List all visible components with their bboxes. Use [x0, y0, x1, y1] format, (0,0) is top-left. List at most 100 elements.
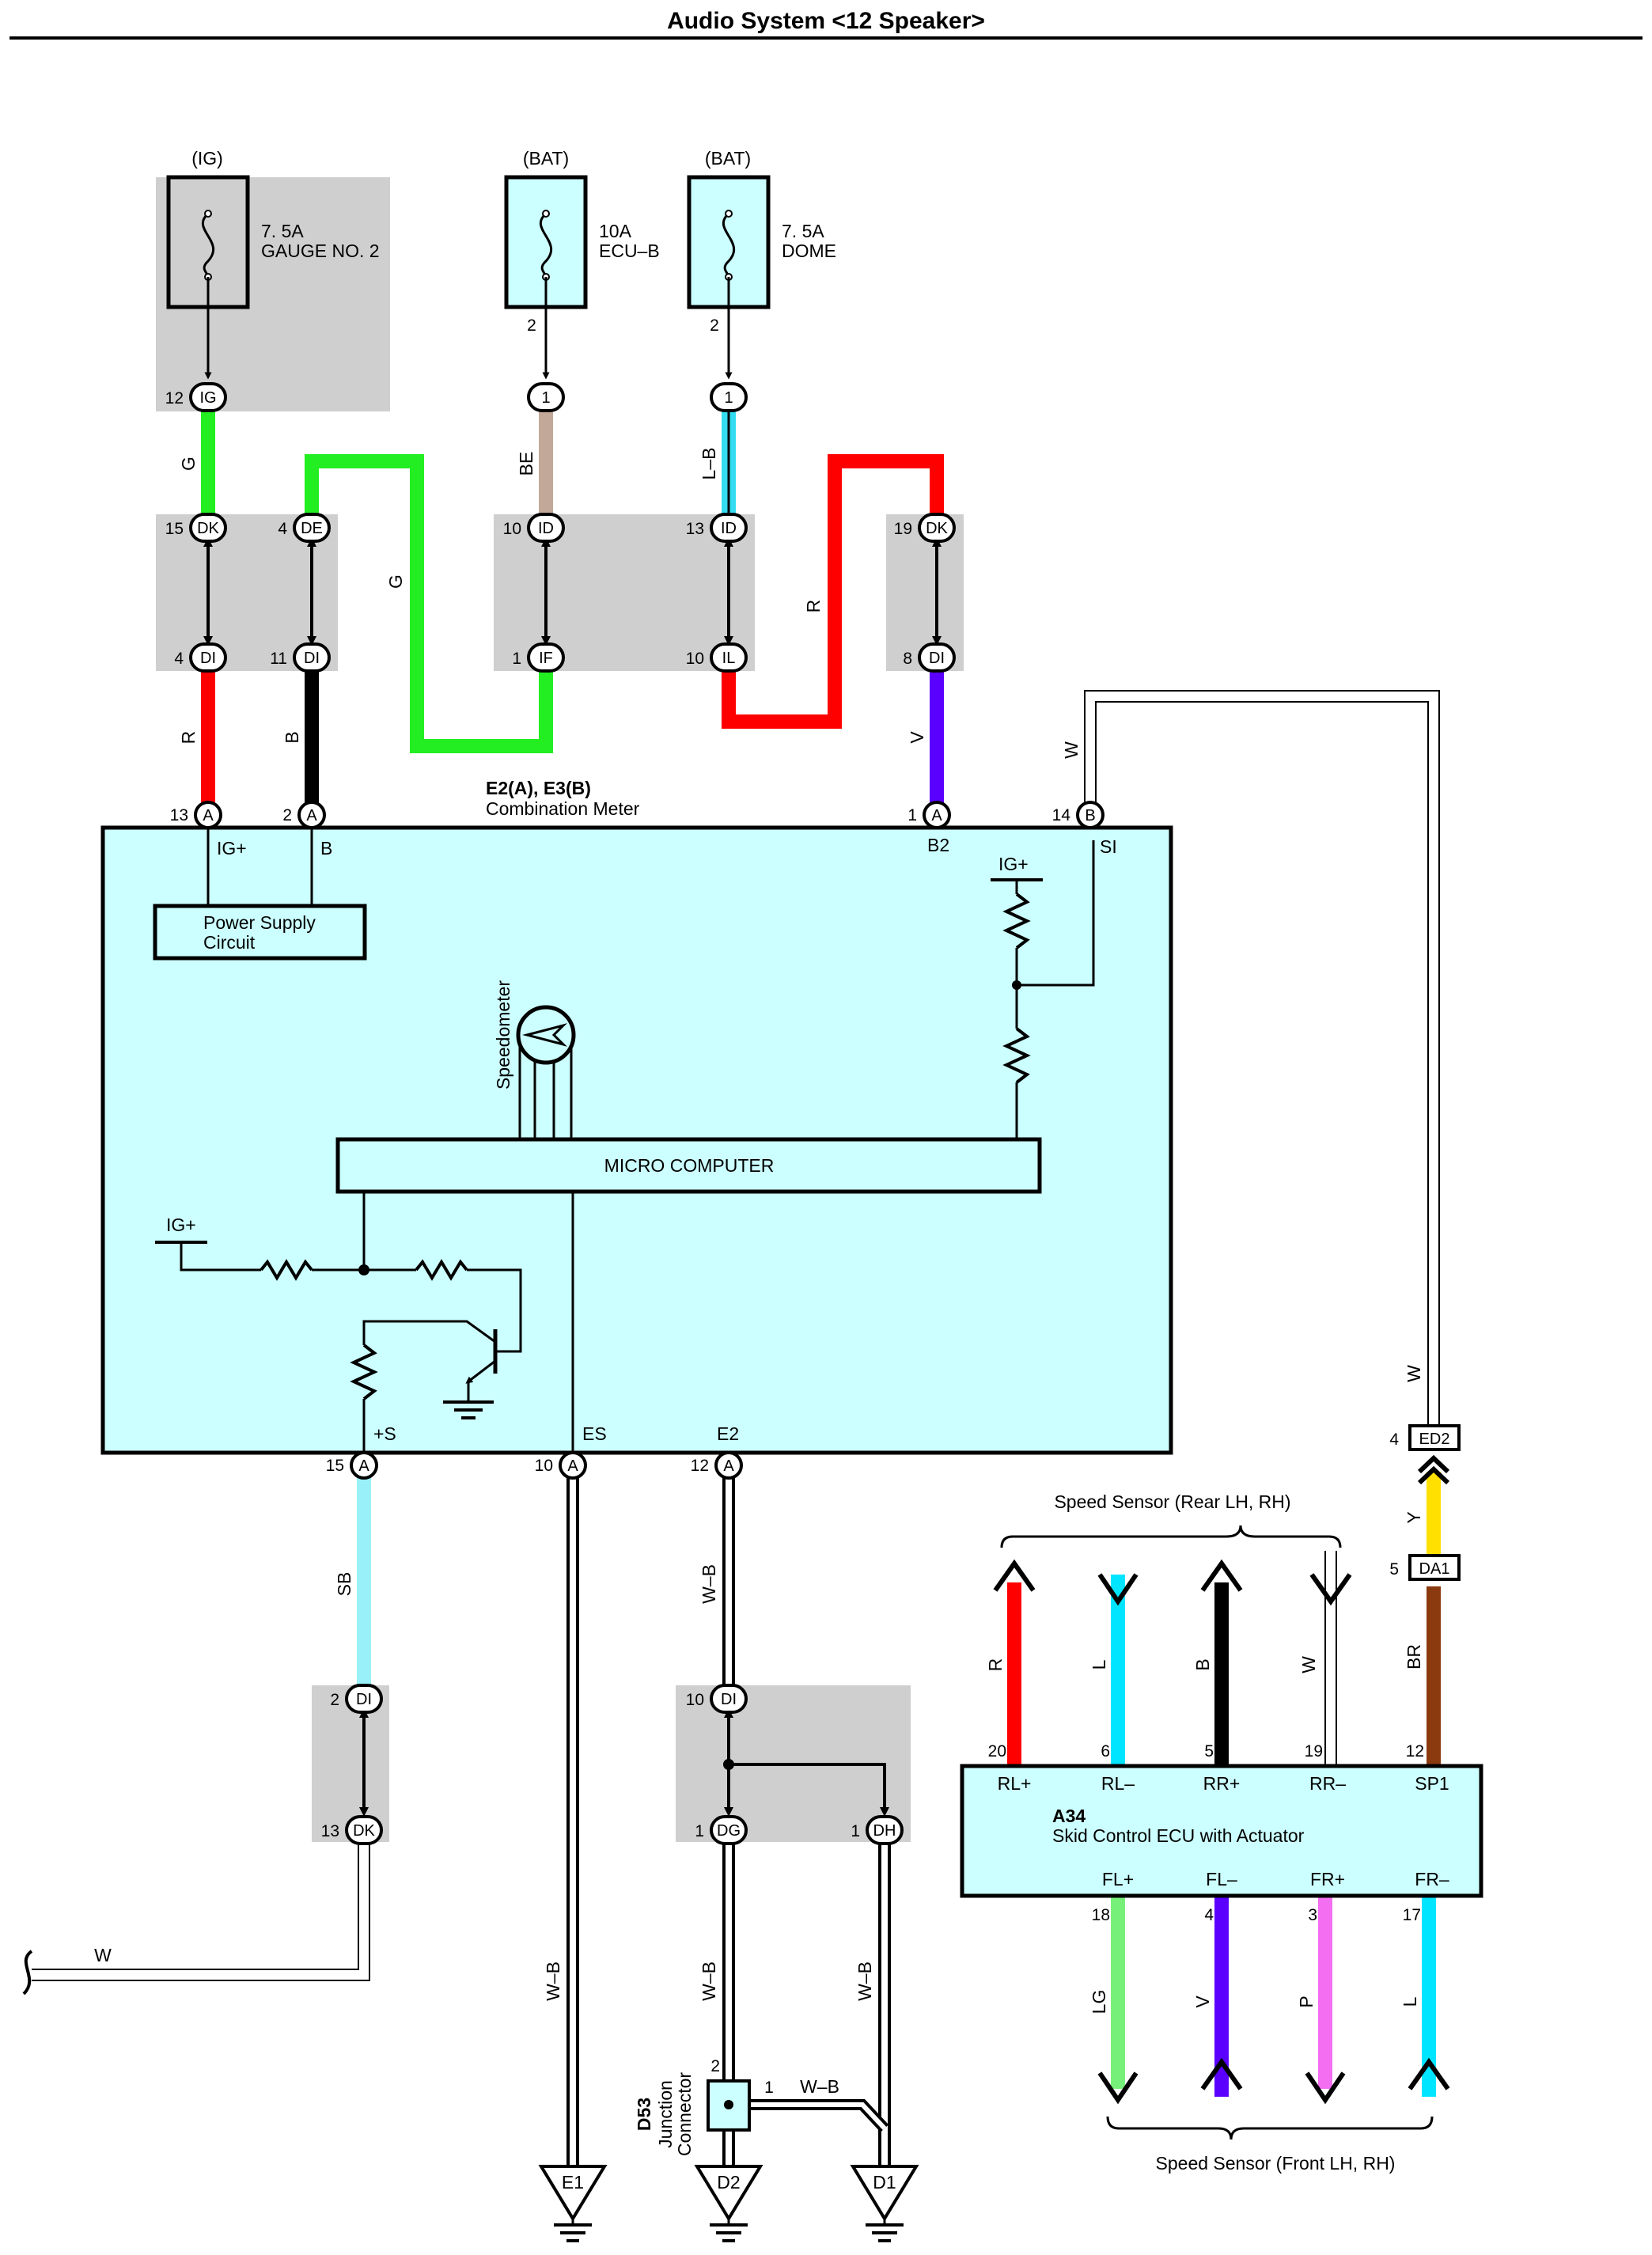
svg-text:DK: DK — [197, 520, 219, 537]
svg-text:8: 8 — [903, 650, 912, 668]
svg-text:RL+: RL+ — [998, 1773, 1032, 1794]
ground-d2: D2 — [694, 2165, 763, 2242]
svg-text:2: 2 — [710, 2057, 720, 2075]
svg-text:19: 19 — [1305, 1742, 1323, 1760]
svg-text:(BAT): (BAT) — [523, 148, 569, 169]
svg-text:1: 1 — [695, 1822, 704, 1840]
svg-text:E1: E1 — [562, 2172, 584, 2192]
meter-name: Combination Meter — [486, 798, 640, 819]
connector-bat1: 1 — [527, 382, 565, 412]
svg-text:12: 12 — [165, 389, 184, 407]
svg-text:L: L — [1400, 1996, 1420, 2007]
svg-text:20: 20 — [988, 1742, 1006, 1760]
svg-text:DI: DI — [721, 1691, 737, 1708]
svg-text:W: W — [94, 1945, 112, 1965]
connector-di2: DI2 — [330, 1684, 383, 1714]
svg-text:14: 14 — [1052, 806, 1071, 824]
svg-text:ID: ID — [721, 520, 737, 537]
connector-de4: DE 4 — [278, 513, 331, 543]
speedometer-gauge-icon — [516, 1005, 576, 1065]
svg-text:G: G — [385, 574, 406, 589]
svg-text:W–B: W–B — [800, 2076, 839, 2097]
svg-text:Power Supply: Power Supply — [203, 912, 316, 933]
svg-text:5: 5 — [1389, 1560, 1399, 1578]
ecu-name: Skid Control ECU with Actuator — [1052, 1825, 1305, 1846]
svg-text:W: W — [1298, 1656, 1319, 1673]
speed-sensor-front: Speed Sensor (Front LH, RH) — [1156, 2153, 1396, 2174]
svg-text:L–B: L–B — [699, 448, 719, 480]
fuse-dome: (BAT) 7. 5A DOME 2 — [687, 148, 836, 380]
svg-text:1: 1 — [907, 806, 917, 824]
svg-text:RR+: RR+ — [1203, 1773, 1241, 1794]
svg-text:DI: DI — [200, 650, 216, 667]
svg-text:D1: D1 — [873, 2172, 896, 2192]
meter-code: E2(A), E3(B) — [486, 778, 591, 798]
svg-text:DE: DE — [301, 520, 323, 537]
svg-text:13: 13 — [686, 520, 704, 538]
svg-text:V: V — [907, 731, 927, 744]
svg-text:IG+: IG+ — [166, 1215, 196, 1235]
ground-d1: D1 — [850, 2165, 919, 2242]
svg-text:4: 4 — [174, 650, 184, 668]
fuse-area-gauge — [156, 177, 390, 411]
connector-id13: ID 13 — [686, 513, 748, 543]
speedometer-label: Speedometer — [493, 980, 513, 1090]
ground-e1: E1 — [538, 2165, 608, 2242]
svg-text:A: A — [203, 807, 214, 824]
svg-text:15: 15 — [165, 520, 184, 538]
svg-text:2: 2 — [282, 806, 292, 824]
svg-text:W–B: W–B — [543, 1961, 563, 2001]
svg-text:+S: +S — [373, 1423, 396, 1444]
svg-text:B: B — [1085, 807, 1095, 824]
svg-text:G: G — [178, 457, 199, 471]
connector-di4: DI 4 — [174, 642, 227, 673]
svg-text:RL–: RL– — [1101, 1773, 1135, 1794]
svg-text:4: 4 — [278, 520, 287, 538]
svg-text:18: 18 — [1092, 1906, 1110, 1924]
svg-text:DH: DH — [873, 1822, 896, 1840]
svg-text:SI: SI — [1100, 836, 1117, 857]
svg-text:W: W — [1404, 1365, 1424, 1382]
svg-text:FR+: FR+ — [1310, 1869, 1345, 1889]
fuse-gauge: (IG) 7. 5A GAUGE NO. 2 — [166, 148, 380, 380]
svg-text:13: 13 — [321, 1822, 339, 1840]
svg-text:W–B: W–B — [854, 1961, 875, 2001]
connector-di8: DI8 — [903, 642, 956, 673]
svg-text:6: 6 — [1101, 1742, 1110, 1760]
svg-text:ID: ID — [538, 520, 554, 537]
svg-text:2: 2 — [527, 316, 536, 335]
svg-text:A: A — [931, 807, 942, 824]
connector-dk15: DK 15 — [165, 513, 227, 543]
svg-text:L: L — [1089, 1659, 1109, 1669]
svg-text:B: B — [320, 838, 332, 858]
svg-text:DI: DI — [304, 650, 320, 667]
svg-text:7. 5A: 7. 5A — [261, 221, 304, 241]
fuse-ecu-b: (BAT) 10A ECU–B 2 — [504, 148, 660, 380]
wire-labels: G G BE L–B R R B V W W Y BR SB W–B W–B W… — [94, 448, 1424, 2097]
svg-text:4: 4 — [1204, 1906, 1214, 1924]
svg-text:1: 1 — [851, 1822, 860, 1840]
svg-text:BE: BE — [516, 452, 536, 476]
svg-text:B: B — [282, 731, 302, 743]
svg-text:2: 2 — [710, 316, 719, 335]
svg-text:IF: IF — [539, 650, 553, 667]
svg-text:DG: DG — [717, 1822, 741, 1840]
svg-text:MICRO COMPUTER: MICRO COMPUTER — [604, 1155, 775, 1176]
micro-computer — [335, 1137, 1042, 1194]
svg-text:A: A — [567, 1457, 578, 1475]
svg-text:10: 10 — [535, 1457, 553, 1475]
svg-text:7. 5A: 7. 5A — [782, 221, 824, 241]
svg-text:W–B: W–B — [699, 1961, 719, 2001]
svg-text:DK: DK — [926, 520, 948, 537]
svg-text:ECU–B: ECU–B — [599, 241, 660, 261]
svg-text:A: A — [358, 1457, 369, 1475]
svg-text:(IG): (IG) — [191, 148, 223, 169]
svg-text:V: V — [1192, 1995, 1213, 2008]
